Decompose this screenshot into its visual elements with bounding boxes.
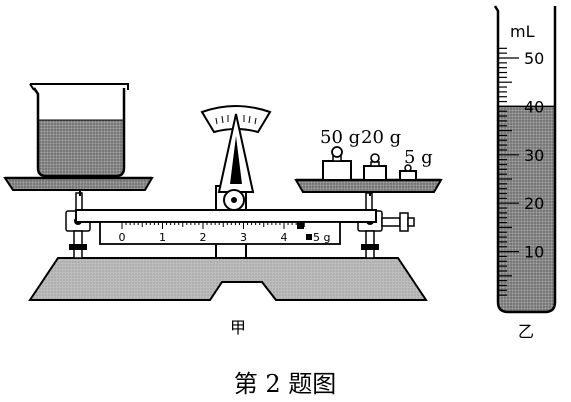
left-pan: [3, 176, 154, 196]
weight-20g: 20 g: [361, 127, 401, 181]
rider-scale-label: 1: [159, 231, 166, 244]
beaker: [29, 83, 129, 178]
cylinder-scale-label: 20: [524, 194, 544, 213]
rider-scale-label: 3: [240, 231, 247, 244]
beaker-liquid: [38, 120, 124, 176]
cylinder-liquid: [499, 106, 554, 312]
cylinder-scale-label: 50: [524, 49, 544, 68]
weight-20g-label: 20 g: [361, 127, 401, 148]
cylinder-wall: [493, 5, 557, 314]
left-pan-support: [65, 192, 91, 259]
rider-scale-label: 2: [200, 231, 207, 244]
weight-50g-label: 50 g: [320, 127, 360, 148]
rider-scale-end-label: 5 g: [313, 231, 330, 244]
weight-50g: 50 g: [320, 127, 360, 181]
cylinder-scale-label: 10: [524, 243, 544, 262]
cylinder-scale-label: 30: [524, 146, 544, 165]
cylinder-scale-label: 40: [524, 97, 544, 116]
rider-slider[interactable]: [297, 221, 304, 229]
rider-scale-label: 0: [119, 231, 126, 244]
rider-scale: 0 1 2 3 4 5 g: [99, 221, 341, 245]
figure-caption: 第 2 题图: [234, 370, 337, 398]
cylinder-unit-label: mL: [510, 22, 535, 41]
graduated-cylinder: 50 40 30 20 10 mL 乙: [493, 5, 557, 341]
weight-5g-label: 5 g: [404, 147, 433, 168]
right-pan-support: [357, 192, 415, 259]
weight-5g: 5 g: [399, 147, 433, 181]
rider-scale-label: 4: [281, 231, 288, 244]
balance-beam: [75, 209, 377, 223]
rider-scale-end-marker: [306, 234, 312, 240]
balance-base: [28, 257, 428, 301]
cylinder-caption: 乙: [518, 322, 534, 341]
balance-caption: 甲: [230, 318, 246, 337]
